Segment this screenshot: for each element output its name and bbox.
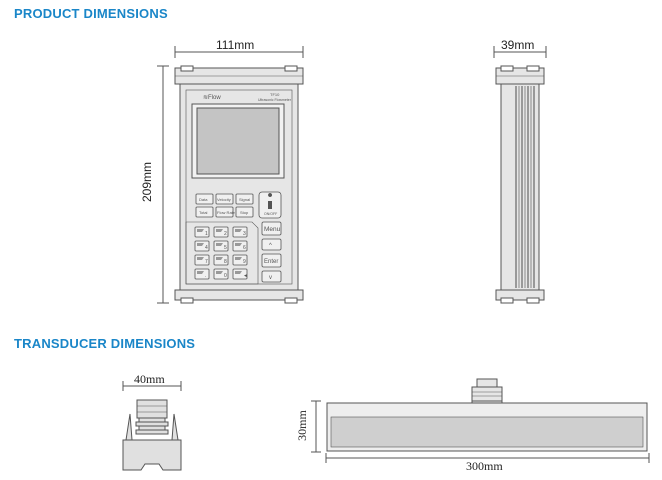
num-key-label: 4 <box>205 245 208 251</box>
num-key-label: 3 <box>243 231 246 237</box>
key-glyph-icon <box>197 257 204 260</box>
key-glyph-icon <box>216 229 223 232</box>
velocity-key[interactable] <box>215 193 234 205</box>
num-key-label: 9 <box>243 259 246 265</box>
func-key-label: Signal <box>239 197 250 202</box>
stop-key[interactable] <box>235 206 254 218</box>
menu-key[interactable] <box>261 221 282 236</box>
up-key-label: ^ <box>269 243 272 249</box>
key-glyph-icon <box>235 229 242 232</box>
transducer-side-view <box>311 378 650 463</box>
num-key-label: ◄ <box>243 273 248 279</box>
key-glyph-icon <box>197 243 204 246</box>
key-glyph-icon <box>216 257 223 260</box>
product-side-view <box>493 46 547 304</box>
product-depth-label: 39mm <box>501 38 535 52</box>
transducer-end-view <box>122 381 182 471</box>
func-key-label: Velocity <box>217 197 231 202</box>
numeric-keypad: 1 2 3 4 5 6 7 8 9. 0 ◄ <box>194 226 248 280</box>
num-key-label: 6 <box>243 245 246 251</box>
key-glyph-icon <box>235 243 242 246</box>
enter-key[interactable] <box>261 253 282 268</box>
key-glyph-icon <box>197 271 204 274</box>
key-glyph-icon <box>235 257 242 260</box>
signal-key[interactable] <box>235 193 254 205</box>
key-glyph-icon <box>235 271 242 274</box>
func-key-label: Total <box>199 210 208 215</box>
product-width-label: 111mm <box>216 38 255 52</box>
product-dimensions-heading: PRODUCT DIMENSIONS <box>14 6 168 21</box>
menu-key-label: Menu <box>264 226 281 233</box>
num-key-label: 5 <box>224 245 227 251</box>
num-key-label: 7 <box>205 259 208 265</box>
subtitle-label: Ultrasonic Flowmeter <box>258 98 292 102</box>
keypad-panel <box>185 221 259 285</box>
total-key[interactable] <box>195 206 214 218</box>
power-icon <box>268 193 273 209</box>
key-glyph-icon <box>197 229 204 232</box>
transducer-dimensions-heading: TRANSDUCER DIMENSIONS <box>14 336 196 351</box>
side-grip-stripes <box>515 86 535 288</box>
func-key-label: Data <box>199 197 208 202</box>
transducer-width-label: 40mm <box>134 372 165 386</box>
func-key-label: Stop <box>240 210 249 215</box>
down-key-label: v <box>269 275 272 281</box>
enter-key-label: Enter <box>264 259 278 265</box>
model-label: TF10 <box>270 92 280 97</box>
num-key-label: 0 <box>224 273 227 279</box>
num-key-label: 2 <box>224 231 227 237</box>
transducer-length-label: 300mm <box>466 459 503 473</box>
up-key[interactable] <box>261 238 282 251</box>
data-key[interactable] <box>195 193 214 205</box>
key-glyph-icon <box>216 243 223 246</box>
num-key-label: . <box>205 273 206 279</box>
power-label: ON/OFF <box>264 212 277 216</box>
num-key-label: 8 <box>224 259 227 265</box>
brand-logo: ≋Flow <box>203 95 221 101</box>
func-key-label: Flow Rate <box>217 210 236 215</box>
key-glyph-icon <box>216 271 223 274</box>
num-key-label: 1 <box>205 231 208 237</box>
down-key[interactable] <box>261 270 282 283</box>
flow-rate-key[interactable] <box>215 206 234 218</box>
